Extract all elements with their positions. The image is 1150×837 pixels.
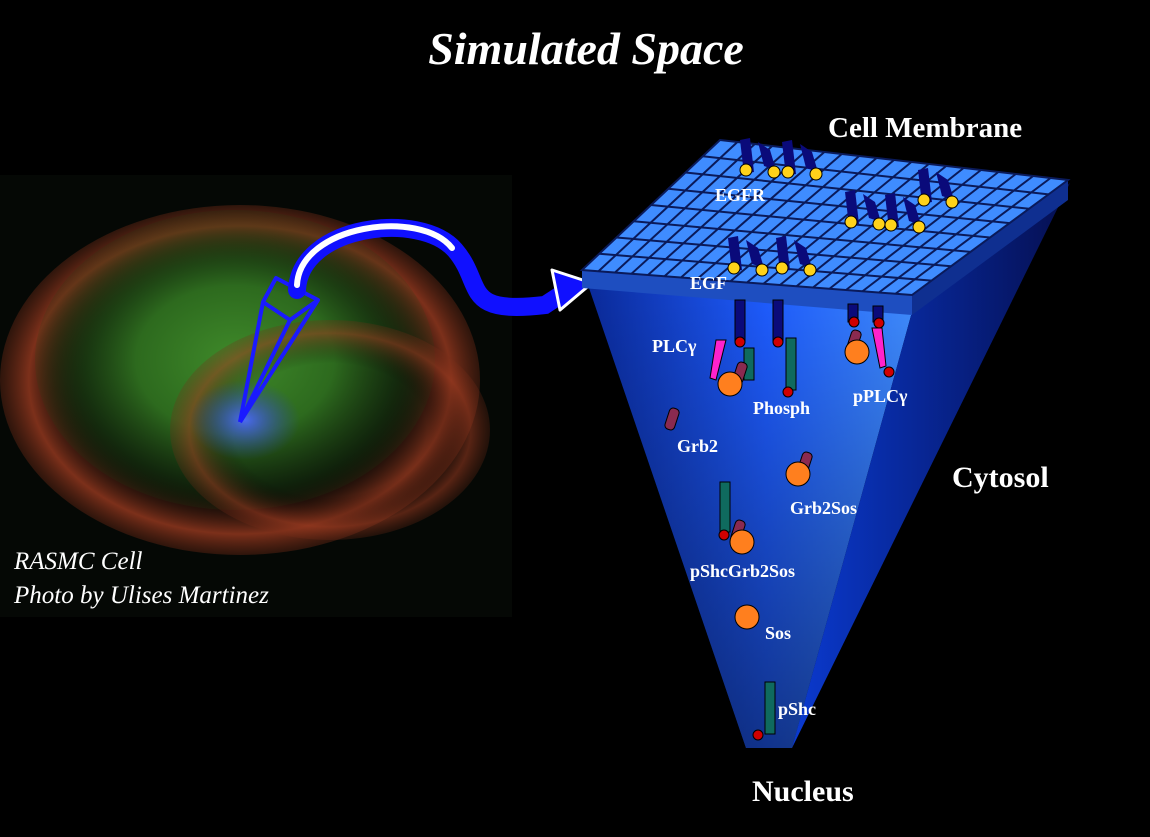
shc-molecule xyxy=(764,681,776,735)
grb2-molecule xyxy=(664,407,680,431)
egf-ligand xyxy=(884,218,898,232)
egfr-receptor xyxy=(917,168,959,209)
photo-caption-cell: RASMC Cell xyxy=(14,548,143,575)
grid-line xyxy=(650,204,991,239)
egfr-receptor xyxy=(727,236,769,277)
phosphate-dot xyxy=(734,336,746,348)
membrane-label: Cell Membrane xyxy=(828,112,1023,144)
sos-molecule xyxy=(844,339,870,365)
membrane-plane xyxy=(579,138,1071,315)
egfr-receptor xyxy=(844,190,886,231)
egf-ligand xyxy=(755,263,769,277)
grid-line xyxy=(685,171,1030,210)
egf-ligand xyxy=(739,163,753,177)
egf-ligand xyxy=(767,165,781,179)
egf-ligand xyxy=(727,261,741,275)
cytosol-cone xyxy=(588,183,1070,748)
phosphate-dot xyxy=(782,386,794,398)
sos-molecule xyxy=(729,529,755,555)
nucleus-label: Nucleus xyxy=(752,775,854,808)
receptor-arm xyxy=(794,240,812,268)
phosphate-dot xyxy=(752,729,764,741)
egf-ligand xyxy=(872,217,886,231)
cell-photo xyxy=(0,175,512,617)
egf-ligand xyxy=(917,193,931,207)
egf-ligand xyxy=(945,195,959,209)
grid-line xyxy=(668,187,1010,225)
plcg-label: PLCγ xyxy=(652,336,697,356)
egfr-label: EGFR xyxy=(715,185,766,205)
sos-molecule xyxy=(717,371,743,397)
egfr-receptor xyxy=(781,140,823,181)
egf-ligand xyxy=(912,220,926,234)
egfr-receptor xyxy=(884,193,926,234)
receptor-tail xyxy=(772,299,784,343)
egf-ligand xyxy=(809,167,823,181)
grid-line xyxy=(702,155,1049,196)
photo-caption-credit: Photo by Ulises Martinez xyxy=(14,582,269,609)
sos-label: Sos xyxy=(765,623,792,643)
egf-ligand xyxy=(803,263,817,277)
egf-ligand xyxy=(775,261,789,275)
receptor-arm xyxy=(863,194,881,222)
grb2-label: Grb2 xyxy=(677,436,719,456)
receptor-tail xyxy=(734,299,746,343)
shc-molecule xyxy=(719,481,731,533)
receptor-arm xyxy=(903,197,921,225)
phosphate-dot xyxy=(873,317,885,329)
sos-molecule xyxy=(734,604,760,630)
grb2sos-label: Grb2Sos xyxy=(790,498,858,518)
egfr-receptor xyxy=(775,236,817,277)
cytosol-label: Cytosol xyxy=(952,461,1049,494)
shc-molecule xyxy=(785,337,797,391)
receptor-arm xyxy=(936,172,954,200)
egf-ligand xyxy=(844,215,858,229)
egf-ligand xyxy=(781,165,795,179)
egf-label: EGF xyxy=(690,273,728,293)
receptor-arm xyxy=(800,144,818,172)
pshc-label: pShc xyxy=(778,699,817,719)
receptor-arm xyxy=(758,142,776,170)
phosphate-dot xyxy=(718,529,730,541)
pplcg-label: pPLCγ xyxy=(853,386,908,406)
sos-molecule xyxy=(785,461,811,487)
page-title: Simulated Space xyxy=(428,23,744,74)
cytosol-molecules xyxy=(664,299,895,741)
phosph-label: Phosph xyxy=(753,398,811,418)
pshcgrb2sos-label: pShcGrb2Sos xyxy=(690,561,796,581)
egfr-receptors xyxy=(727,138,959,277)
receptor-arm xyxy=(746,240,764,268)
plcg-molecule xyxy=(871,327,887,369)
phosphate-dot xyxy=(772,336,784,348)
plcg-molecule xyxy=(709,339,727,381)
grid-line xyxy=(633,220,971,253)
egfr-receptor xyxy=(739,138,781,179)
phosphate-dot xyxy=(883,366,895,378)
phosphate-dot xyxy=(848,316,860,328)
